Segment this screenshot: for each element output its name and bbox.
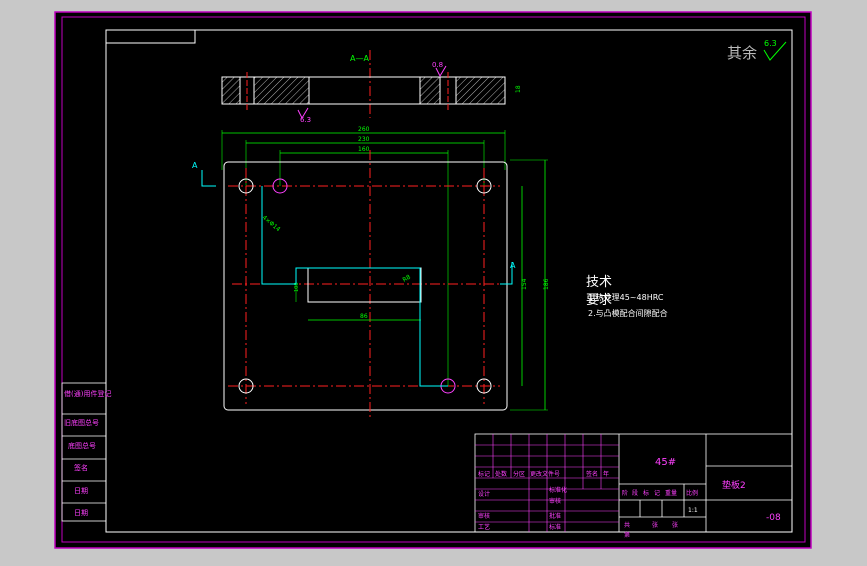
section-hatch-2 <box>253 76 310 105</box>
plate-outline <box>223 161 508 411</box>
dim-slot-width: 108 <box>294 282 300 292</box>
dim-slot-length: 86 <box>360 313 368 320</box>
header-count: 处数 <box>495 470 507 478</box>
sheet-unit: 张 <box>652 521 658 529</box>
roughness-prefix: 其余 <box>727 44 757 62</box>
role-review-2: 审核 <box>549 497 561 505</box>
cut-marker-left <box>201 170 216 187</box>
left-strip <box>61 382 107 522</box>
cut-label-right: A <box>510 261 516 270</box>
strip-cell-5: 日期 <box>74 487 88 495</box>
hole-bottom-left <box>238 378 254 394</box>
tech-line-2: 2.与凸模配合间隙配合 <box>588 308 668 318</box>
surface-roughness-note: 其余 6.3 <box>727 39 787 62</box>
strip-cell-3: 底图总号 <box>68 441 96 450</box>
dim-thickness: 18 <box>515 85 522 93</box>
section-hatch-3 <box>419 76 441 105</box>
scale-value: 1:1 <box>688 507 698 514</box>
stage-2: 段 <box>632 489 638 497</box>
roughness-symbol-bottom <box>297 107 309 120</box>
stage-3: 标 <box>643 489 649 497</box>
roughness-mark-top: 0.8 <box>432 61 443 69</box>
section-hatch-1 <box>221 76 241 105</box>
material: 45# <box>655 457 676 468</box>
section-hatch-4 <box>455 76 506 105</box>
title-grid <box>475 434 619 532</box>
strip-cell-6: 日期 <box>74 509 88 517</box>
header-zone: 分区 <box>513 470 525 478</box>
strip-cell-1: 借(通)用件登记 <box>64 389 111 398</box>
roughness-mark-bottom: 6.3 <box>300 116 311 124</box>
code-box <box>105 29 196 44</box>
dim-height-2: 186 <box>543 278 550 290</box>
tech-heading: 技术 <box>586 275 612 290</box>
roughness-value: 6.3 <box>764 39 777 48</box>
header-change-doc: 更改文件号 <box>530 470 560 478</box>
dim-width-2: 230 <box>358 136 370 143</box>
sheet-outer-frame <box>54 11 812 549</box>
hole-bottom-right <box>476 378 492 394</box>
title-block <box>474 433 793 533</box>
header-year: 年 <box>603 470 609 478</box>
sheet-unit-2: 张 <box>672 521 678 529</box>
sheet-total: 共 <box>624 521 630 529</box>
tech-notes: 技术 要求 1.热处理45~48HRC 2.与凸模配合间隙配合 <box>586 275 668 318</box>
strip-cell-2: 旧底图总号 <box>64 418 99 427</box>
section-view: A—A 18 0.8 6.3 <box>221 50 522 124</box>
stage-scale: 比例 <box>686 489 698 497</box>
drawing-number: -08 <box>766 513 781 523</box>
dim-height-1: 154 <box>521 278 528 290</box>
roughness-symbol-top <box>435 65 447 78</box>
stage-weight: 重量 <box>665 489 677 497</box>
plan-view: 260 230 160 186 154 4×Φ14 <box>192 126 550 420</box>
sheet-inner-border <box>61 16 806 543</box>
role-standardize: 标准化 <box>549 486 567 494</box>
pin-hole-1 <box>272 178 288 194</box>
stage-4: 记 <box>654 490 660 497</box>
hole-top-left <box>238 178 254 194</box>
role-standard: 标准 <box>549 523 561 531</box>
dim-width-3: 160 <box>358 146 370 153</box>
strip-cell-4: 签名 <box>74 463 88 472</box>
role-process: 工艺 <box>478 523 490 531</box>
cut-marker-right <box>500 262 513 285</box>
section-cut-path <box>261 186 448 387</box>
part-name: 垫板2 <box>722 479 746 491</box>
header-sign: 签名 <box>586 470 598 478</box>
role-review: 审核 <box>478 512 490 520</box>
dim-slot-radius: R8 <box>402 274 413 284</box>
section-label-top: A—A <box>350 54 369 63</box>
role-approve: 批准 <box>549 512 561 520</box>
role-design: 设计 <box>478 490 490 498</box>
header-mark: 标记 <box>478 470 490 478</box>
roughness-symbol <box>763 41 787 61</box>
stage-1: 阶 <box>622 489 628 497</box>
hole-top-right <box>476 178 492 194</box>
cut-label-left: A <box>192 161 198 170</box>
tech-heading-2: 要求 <box>586 293 612 308</box>
drawing-border <box>105 29 793 533</box>
sheet-index: 第 <box>624 531 630 539</box>
dim-overall-width: 260 <box>358 126 370 133</box>
tech-line-1: 1.热处理45~48HRC <box>588 292 664 302</box>
